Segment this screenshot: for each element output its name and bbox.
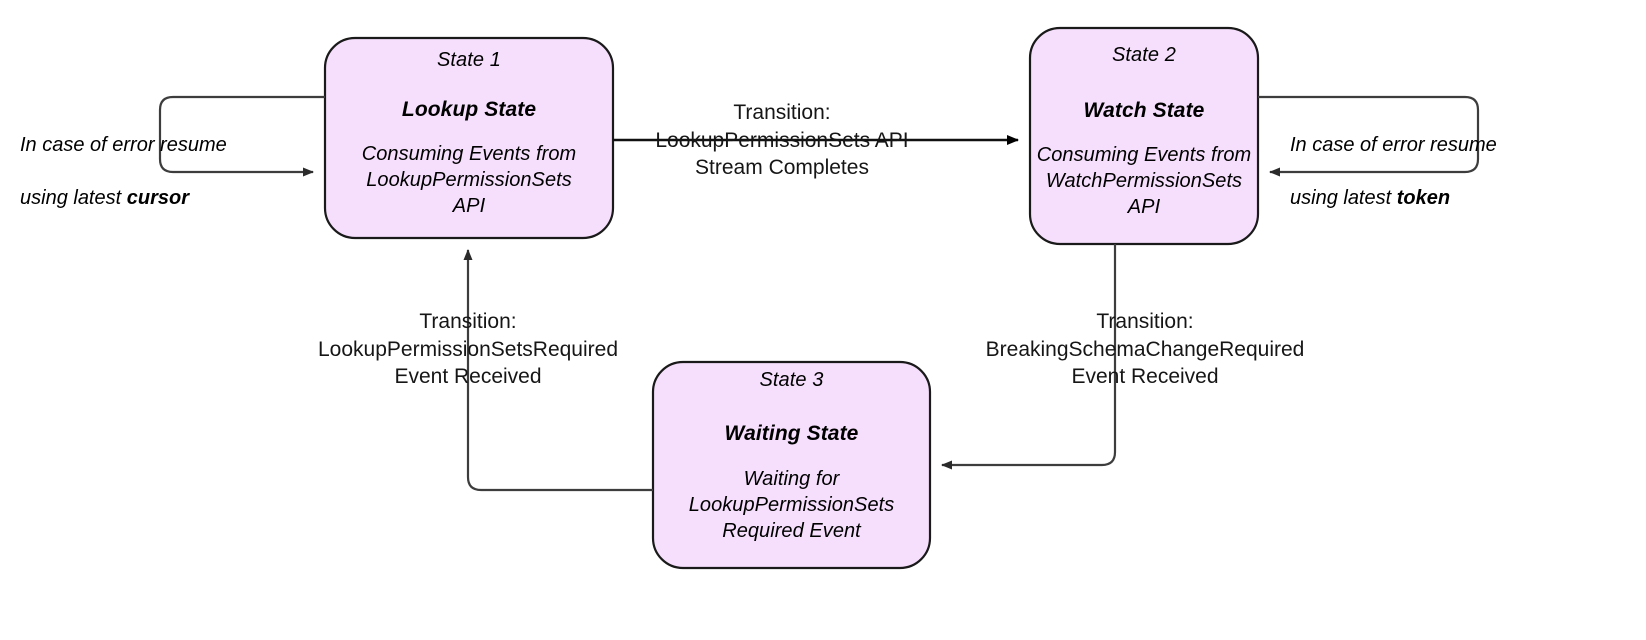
- state-2-title: Watch State: [1083, 99, 1205, 122]
- transition-label-state3-state1: Transition: LookupPermissionSetsRequired…: [318, 310, 618, 389]
- state-1-id: State 1: [436, 49, 502, 71]
- state-3-box[interactable]: [651, 360, 932, 570]
- state-3-description: Waiting for LookupPermissionSets Require…: [688, 468, 895, 542]
- transition-label-state2-state3: Transition: BreakingSchemaChangeRequired…: [985, 310, 1305, 389]
- self-loop-label-state2: In case of error resume using latest tok…: [1290, 105, 1570, 212]
- edge-state2-to-state3: [941, 244, 1117, 470]
- state-1-title: Lookup State: [401, 98, 537, 121]
- state-2-id: State 2: [1111, 44, 1177, 66]
- self-loop-state1-keyword: cursor: [126, 187, 189, 210]
- state-3-title: Waiting State: [724, 422, 859, 445]
- state-1-box[interactable]: [323, 36, 615, 240]
- edge-state3-to-state1: [463, 249, 653, 492]
- state-3-id: State 3: [759, 369, 824, 391]
- self-loop-label-state1: In case of error resume using latest cur…: [20, 105, 280, 212]
- self-loop-state2-keyword: token: [1396, 187, 1451, 210]
- self-loop-state2: [1258, 95, 1480, 177]
- transition-label-state1-state2: Transition: LookupPermissionSets API Str…: [655, 101, 909, 180]
- state-1-description: Consuming Events from LookupPermissionSe…: [361, 143, 577, 217]
- self-loop-state1-line1: In case of error resume: [20, 133, 227, 156]
- self-loop-state1: [158, 95, 325, 177]
- state-2-description: Consuming Events from WatchPermissionSet…: [1036, 144, 1252, 218]
- self-loop-state2-line2-prefix: using latest: [1290, 187, 1397, 210]
- self-loop-state2-line1: In case of error resume: [1290, 133, 1497, 156]
- self-loop-state1-line2-prefix: using latest: [20, 187, 127, 210]
- state-2-box[interactable]: [1028, 26, 1260, 246]
